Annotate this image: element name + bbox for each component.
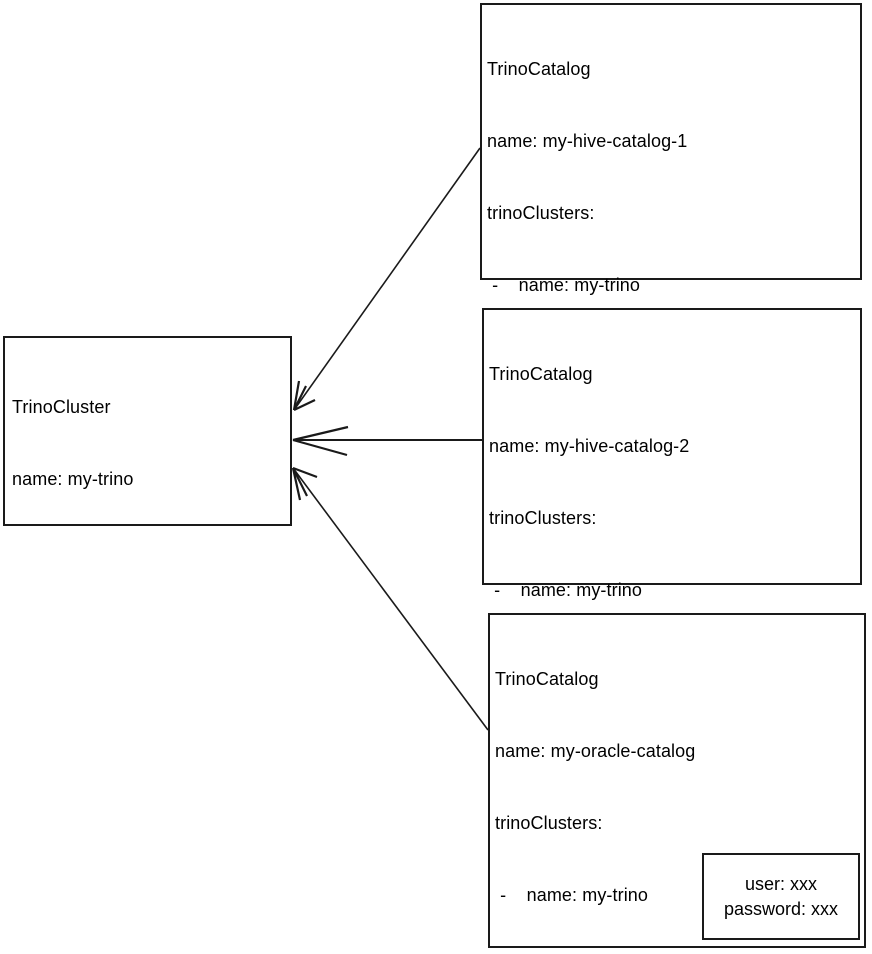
catalog-2-line-1: name: my-hive-catalog-2 bbox=[489, 436, 690, 456]
catalog-1-line-2: trinoClusters: bbox=[487, 203, 595, 223]
credentials-line-user: user: xxx bbox=[744, 873, 818, 894]
connector-catalog-3-to-cluster bbox=[291, 466, 489, 731]
trino-catalog-box-hive-1[interactable]: TrinoCatalog name: my-hive-catalog-1 tri… bbox=[480, 3, 862, 655]
catalog-1-line-1: name: my-hive-catalog-1 bbox=[487, 131, 688, 151]
credentials-secret-box[interactable]: user: xxx password: xxx bbox=[702, 853, 860, 940]
catalog-1-line-3: - name: my-trino bbox=[487, 275, 641, 295]
trino-catalog-3-text: TrinoCatalog name: my-oracle-catalog tri… bbox=[495, 619, 808, 954]
trino-catalog-box-oracle[interactable]: TrinoCatalog name: my-oracle-catalog tri… bbox=[488, 613, 866, 948]
catalog-3-line-1: name: my-oracle-catalog bbox=[495, 741, 696, 761]
trino-cluster-box[interactable]: TrinoCluster name: my-trino bbox=[3, 336, 292, 526]
connector-catalog-1-to-cluster bbox=[292, 147, 481, 411]
catalog-3-line-0: TrinoCatalog bbox=[495, 669, 599, 689]
catalog-2-line-0: TrinoCatalog bbox=[489, 364, 593, 384]
catalog-1-line-0: TrinoCatalog bbox=[487, 59, 591, 79]
trino-cluster-text: TrinoCluster name: my-trino bbox=[12, 347, 133, 539]
trino-cluster-line-1: name: my-trino bbox=[12, 469, 134, 489]
trino-catalog-box-hive-2[interactable]: TrinoCatalog name: my-hive-catalog-2 tri… bbox=[482, 308, 862, 888]
catalog-3-line-3: - name: my-trino bbox=[495, 885, 649, 905]
trino-cluster-line-0: TrinoCluster bbox=[12, 397, 111, 417]
catalog-3-line-2: trinoClusters: bbox=[495, 813, 603, 833]
credentials-line-password: password: xxx bbox=[723, 898, 839, 919]
catalog-2-line-3: - name: my-trino bbox=[489, 580, 643, 600]
catalog-2-line-2: trinoClusters: bbox=[489, 508, 597, 528]
connector-catalog-2-to-cluster bbox=[292, 425, 482, 457]
